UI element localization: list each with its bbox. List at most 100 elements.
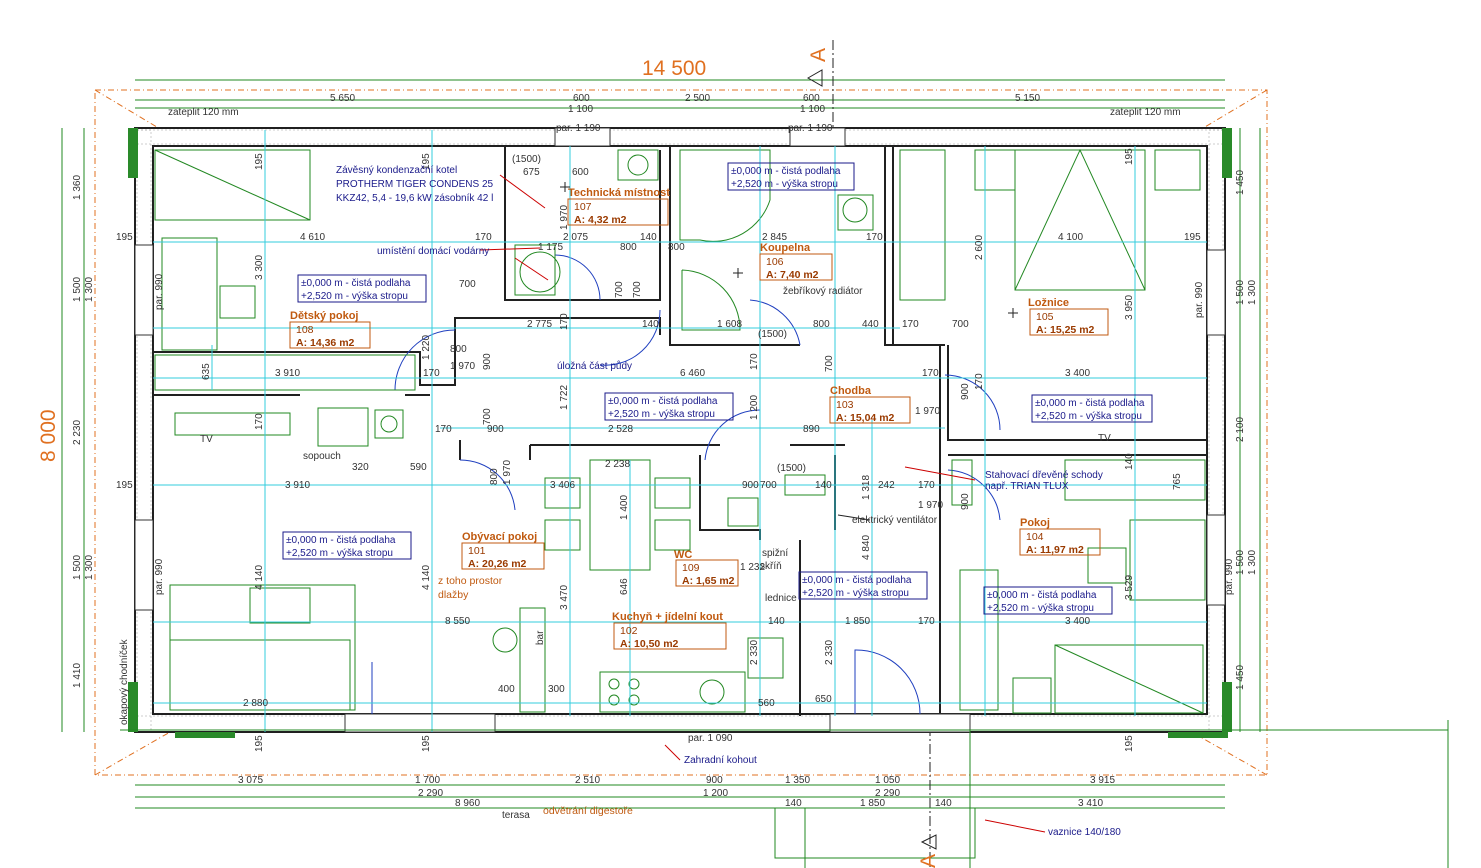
- vdim-1318: 1 318: [861, 475, 872, 500]
- dim-3400b: 3 400: [1065, 616, 1090, 627]
- bottom-dim-13: 1 850: [860, 798, 885, 809]
- room-area: A: 20,26 m2: [468, 558, 527, 570]
- dim-800-a: 800: [620, 242, 637, 253]
- dim-3910: 3 910: [275, 368, 300, 379]
- attic-storage: úložná část půdy: [557, 360, 632, 372]
- dim-3406: 3 406: [550, 480, 575, 491]
- vdim-170-b: 170: [559, 313, 570, 330]
- vdim-195-c: 195: [421, 153, 432, 170]
- floor-level: ±0,000 m - čistá podlaha: [1035, 398, 1145, 409]
- vdim-3950: 3 950: [1124, 295, 1135, 320]
- dim-140-d: 140: [642, 319, 659, 330]
- dim-400: 400: [498, 684, 515, 695]
- dim-100: 170: [435, 424, 452, 435]
- dim-4100: 4 100: [1058, 232, 1083, 243]
- vdim-765: 765: [1172, 473, 1183, 490]
- bottom-dim-11: 8 960: [455, 798, 480, 809]
- bottom-dim-5: 1 350: [785, 775, 810, 786]
- bottom-dim-3: 2 510: [575, 775, 600, 786]
- dim-2528: 2 528: [608, 424, 633, 435]
- chimney: sopouch: [303, 451, 341, 462]
- right-dim-1500: 1 500: [1235, 280, 1246, 305]
- left-dim-1500b: 1 500: [72, 555, 83, 580]
- room-number: 105: [1036, 311, 1054, 323]
- top-dim-5: 5 150: [1015, 93, 1040, 104]
- floor-level: ±0,000 m - čistá podlaha: [802, 575, 912, 586]
- vdim-900-c: 900: [960, 383, 971, 400]
- vdim-2080: 1 970: [559, 205, 570, 230]
- top-dim-1: 5 650: [330, 93, 355, 104]
- leader-arrows: [479, 174, 1046, 833]
- overall-height: 8 000: [37, 409, 60, 462]
- room-number: 107: [574, 201, 592, 213]
- top-dim-3: 2 500: [685, 93, 710, 104]
- dim-440: 440: [862, 319, 879, 330]
- vdim-3529: 3 529: [1124, 575, 1135, 600]
- room-label-103: Chodba 103 A: 15,04 m2: [829, 385, 911, 424]
- garden-tap: Zahradní kohout: [684, 755, 757, 766]
- dim-195-b: 195: [1184, 232, 1201, 243]
- floor-level: ±0,000 m - čistá podlaha: [286, 535, 396, 546]
- windows: [134, 127, 1226, 733]
- vdim-350: 170: [974, 373, 985, 390]
- dim-1175: 1 175: [538, 242, 563, 253]
- top-dim-4: 600: [803, 93, 820, 104]
- room-area: A: 11,97 m2: [1026, 544, 1084, 556]
- dim-320: 320: [352, 462, 369, 473]
- vdim-1400: 1 400: [619, 495, 630, 520]
- vdim-170-c: 170: [749, 353, 760, 370]
- level-box-105: ±0,000 m - čistá podlaha +2,520 m - výšk…: [1031, 394, 1153, 423]
- room-number: 104: [1026, 531, 1044, 543]
- floor-level: ±0,000 m - čistá podlaha: [987, 590, 1097, 601]
- dim-140-b: 140: [815, 480, 832, 491]
- dim-2238: 2 238: [605, 459, 630, 470]
- terrace-structures: [120, 720, 1449, 868]
- ladder-radiator: žebříkový radiátor: [783, 286, 863, 297]
- interior-dimension-grid: [153, 130, 1207, 732]
- dim-1500p-a: (1500): [777, 463, 806, 474]
- parapet-3: par. 990: [154, 273, 165, 310]
- stairs-note-1: Stahovací dřevěné schody: [985, 470, 1103, 481]
- insulation-right: zateplit 120 mm: [1110, 107, 1181, 118]
- left-dim-1300b: 1 300: [84, 555, 95, 580]
- room-name: Obývací pokoj: [462, 531, 537, 543]
- dim-1500p-b: (1500): [512, 154, 541, 165]
- vdim-700-e: 700: [632, 281, 643, 298]
- dim-170-e: 170: [918, 480, 935, 491]
- top-dim-2: 600: [573, 93, 590, 104]
- room-area: A: 7,40 m2: [766, 269, 819, 281]
- dim-800-d: 800: [668, 242, 685, 253]
- vdim-195-d: 195: [421, 735, 432, 752]
- dim-170-f: 170: [918, 616, 935, 627]
- level-box-101: ±0,000 m - čistá podlaha +2,520 m - výšk…: [282, 531, 412, 560]
- top-dim-7: 1 100: [800, 104, 825, 115]
- dim-3910b: 3 910: [285, 480, 310, 491]
- room-label-107: Technická místnost 107 A: 4,32 m2: [567, 187, 670, 226]
- ceiling-height: +2,520 m - výška stropu: [802, 588, 909, 599]
- dim-170-a: 170: [475, 232, 492, 243]
- dim-700-a: 700: [760, 480, 777, 491]
- vdim-1970-a: 1 970: [502, 460, 513, 485]
- vdim-195-a: 195: [254, 153, 265, 170]
- parapet-4: par. 990: [154, 558, 165, 595]
- bottom-dim-14: 140: [935, 798, 952, 809]
- room-number: 103: [836, 399, 854, 411]
- bottom-dim-12: 140: [785, 798, 802, 809]
- boiler-note-3: KKZ42, 5,4 - 19,6 kW zásobník 42 l: [336, 193, 493, 204]
- pantry-2: skříň: [760, 561, 782, 572]
- dim-1970-a: 1 970: [918, 500, 943, 511]
- vdim-3470: 3 470: [559, 585, 570, 610]
- room-area: A: 10,50 m2: [620, 638, 679, 650]
- dim-1970-b: 1 970: [450, 361, 475, 372]
- electric-fan: elektrický ventilátor: [852, 515, 938, 526]
- dim-170-c: 170: [423, 368, 440, 379]
- terrace: terasa: [502, 810, 530, 821]
- room-area: A: 15,04 m2: [836, 412, 895, 424]
- left-dim-1500: 1 500: [72, 277, 83, 302]
- level-box-hall: ±0,000 m - čistá podlaha +2,520 m - výšk…: [798, 571, 928, 600]
- room-number: 101: [468, 545, 486, 557]
- bottom-dim-10: 2 290: [875, 788, 900, 799]
- overall-dimension-lines: [61, 79, 1261, 809]
- boiler-note-2: PROTHERM TIGER CONDENS 25: [336, 179, 493, 190]
- room-name: Ložnice: [1028, 297, 1069, 309]
